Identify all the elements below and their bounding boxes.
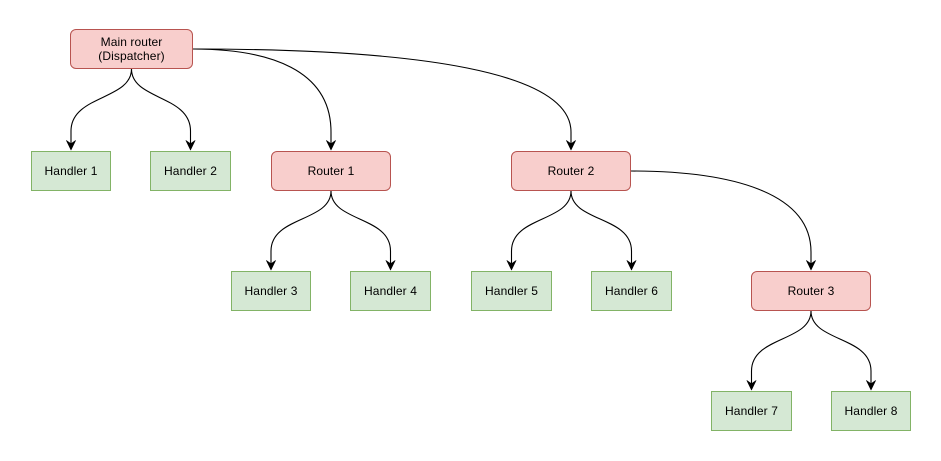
edge-main-to-handler-2-arrowhead-icon (185, 140, 196, 151)
node-handler-8[interactable]: Handler 8 (831, 391, 911, 431)
edge-router-2-to-handler-6 (570, 190, 637, 271)
edge-router-1-to-handler-3 (266, 190, 332, 271)
edge-router-1-to-handler-4-line (330, 190, 392, 266)
edge-router-1-to-handler-3-line (270, 190, 332, 266)
node-router-3[interactable]: Router 3 (751, 271, 871, 311)
node-main-router[interactable]: Main router (Dispatcher) (70, 29, 193, 69)
node-handler-3[interactable]: Handler 3 (231, 271, 311, 311)
edge-router-3-to-handler-7-arrowhead-icon (746, 380, 757, 391)
edge-router-3-to-handler-7-line (750, 310, 812, 386)
node-handler-5[interactable]: Handler 5 (471, 271, 552, 311)
node-router-1[interactable]: Router 1 (271, 151, 391, 191)
edge-main-to-handler-1-line (70, 68, 133, 146)
edge-router-2-to-handler-5-line (510, 190, 572, 266)
edge-router-2-to-handler-5-arrowhead-icon (506, 260, 517, 271)
edge-router-1-to-handler-4 (330, 190, 396, 271)
edge-router-1-to-handler-3-arrowhead-icon (266, 260, 276, 271)
node-router-2[interactable]: Router 2 (511, 151, 631, 191)
node-handler-4[interactable]: Handler 4 (350, 271, 431, 311)
node-handler-7[interactable]: Handler 7 (711, 391, 792, 431)
edge-main-to-router-2-arrowhead-icon (566, 140, 576, 151)
edge-router-2-to-router-3 (630, 170, 816, 271)
edge-router-2-to-router-3-line (630, 170, 812, 266)
edge-main-to-router-1-arrowhead-icon (326, 140, 336, 151)
edge-main-to-handler-2-line (130, 68, 192, 146)
edge-main-to-handler-1-arrowhead-icon (66, 140, 76, 151)
edge-main-to-handler-1 (66, 68, 133, 151)
edge-router-3-to-handler-7 (746, 310, 812, 391)
edge-main-to-router-2-line (192, 48, 572, 146)
edge-router-2-to-handler-5 (506, 190, 572, 271)
node-handler-1[interactable]: Handler 1 (31, 151, 111, 191)
edge-main-to-router-1 (192, 48, 336, 151)
edge-router-2-to-handler-6-line (570, 190, 633, 266)
edge-router-2-to-router-3-arrowhead-icon (806, 260, 816, 271)
edge-main-to-handler-2 (130, 68, 196, 151)
edge-router-3-to-handler-8 (810, 310, 876, 391)
edge-main-to-router-2 (192, 48, 576, 151)
node-handler-2[interactable]: Handler 2 (150, 151, 231, 191)
edge-router-1-to-handler-4-arrowhead-icon (385, 260, 396, 271)
edge-router-3-to-handler-8-line (810, 310, 872, 386)
node-handler-6[interactable]: Handler 6 (591, 271, 672, 311)
edge-router-3-to-handler-8-arrowhead-icon (866, 380, 876, 391)
edge-router-2-to-handler-6-arrowhead-icon (626, 260, 637, 271)
edge-main-to-router-1-line (192, 48, 332, 146)
